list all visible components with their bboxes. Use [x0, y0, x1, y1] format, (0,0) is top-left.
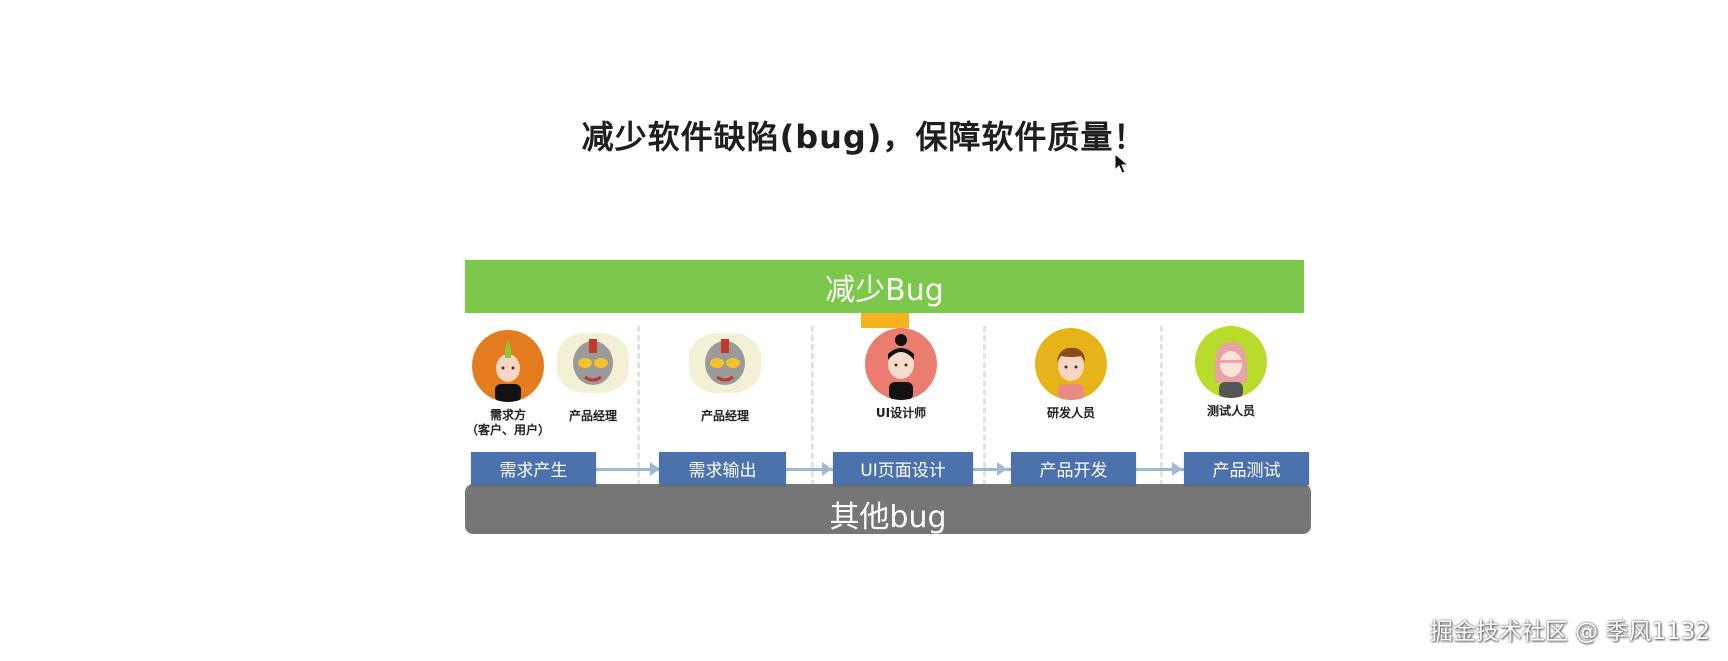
flow-arrow-icon: [997, 462, 1007, 476]
other-bug-label: 其他bug: [829, 500, 947, 535]
tester-person: 测试人员: [1187, 326, 1275, 419]
ui-designer-label: UI设计师: [875, 406, 927, 420]
stage-divider: [811, 326, 814, 486]
stage-divider: [983, 326, 986, 486]
demand-side-person: 需求方 （客户、用户）: [463, 330, 553, 438]
step-product-testing: 产品测试: [1184, 452, 1309, 485]
flow-arrow-icon: [1172, 462, 1182, 476]
slide-title: 减少软件缺陷(bug)，保障软件质量！: [581, 118, 1147, 156]
product-manager-label: 产品经理: [568, 409, 617, 423]
ui-designer-avatar-icon: [865, 328, 937, 400]
developer-avatar-icon: [1035, 328, 1107, 400]
product-manager-avatar-icon: [689, 333, 761, 393]
product-manager-person: 产品经理: [552, 333, 634, 424]
mouse-cursor-icon: [1114, 153, 1130, 174]
accent-tab: [861, 313, 909, 328]
flow-arrow-icon: [822, 462, 832, 476]
demand-side-avatar-icon: [472, 330, 544, 402]
demand-side-sublabel: （客户、用户）: [465, 423, 550, 437]
flow-arrow-icon: [650, 462, 660, 476]
demand-side-label: 需求方: [489, 408, 526, 422]
developer-person: 研发人员: [1026, 328, 1116, 421]
watermark: 掘金技术社区 @ 季风1132: [1429, 619, 1710, 645]
other-bug-banner: 其他bug: [465, 484, 1311, 535]
tester-label: 测试人员: [1206, 404, 1255, 418]
step-ui-design: UI页面设计: [833, 452, 973, 485]
stage-divider: [1160, 326, 1163, 486]
stage-divider: [637, 326, 640, 486]
step-demand-output: 需求输出: [659, 452, 786, 485]
ui-designer-person: UI设计师: [856, 328, 946, 421]
step-product-development: 产品开发: [1011, 452, 1136, 485]
product-manager-avatar-icon: [557, 333, 629, 393]
reduce-bug-banner: 减少Bug: [465, 260, 1304, 313]
product-manager-person: 产品经理: [684, 333, 766, 424]
tester-avatar-icon: [1195, 326, 1267, 398]
product-manager-label: 产品经理: [700, 409, 749, 423]
step-demand-generation: 需求产生: [471, 452, 596, 485]
developer-label: 研发人员: [1046, 406, 1095, 420]
